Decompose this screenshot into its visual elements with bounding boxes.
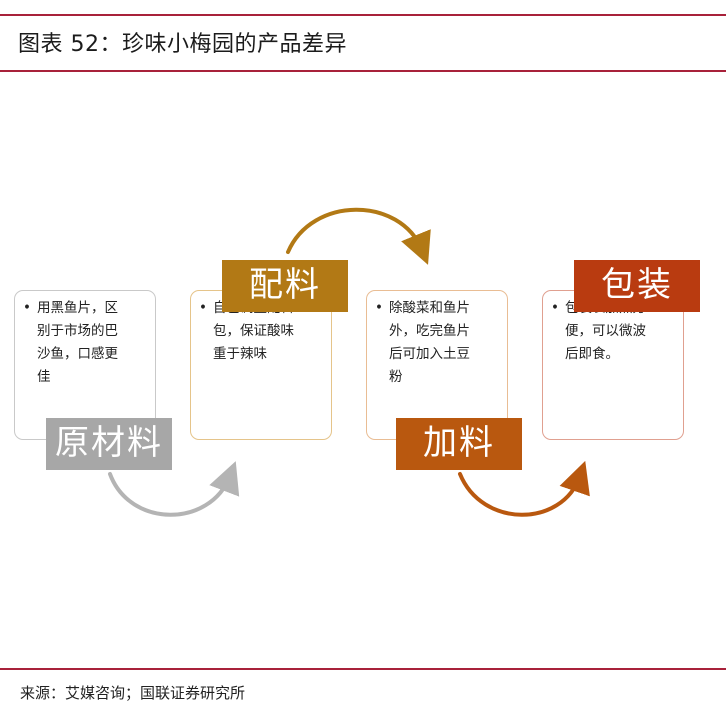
step-description: 除酸菜和鱼片 外，吃完鱼片 后可加入土豆 粉	[389, 300, 470, 385]
arrow-seasoning-to-toppings	[286, 207, 431, 265]
figure-title: 图表 52：珍味小梅园的产品差异	[18, 32, 347, 57]
step-label-seasoning: 配料	[222, 260, 348, 312]
step-description: 用黑鱼片，区 别于市场的巴 沙鱼，口感更 佳	[37, 300, 118, 385]
step-label-packaging: 包装	[574, 260, 700, 312]
bullet-icon: •	[23, 300, 31, 316]
arrow-toppings-to-packaging	[458, 460, 590, 517]
arrow-raw-to-seasoning	[108, 461, 240, 517]
bullet-icon: •	[199, 300, 207, 316]
step-card-toppings: • 除酸菜和鱼片 外，吃完鱼片 后可加入土豆 粉	[366, 290, 508, 440]
bullet-icon: •	[551, 300, 559, 316]
step-card-seasoning: • 自己调整配料 包，保证酸味 重于辣味	[190, 290, 332, 440]
step-label-toppings: 加料	[396, 418, 522, 470]
top-rule	[0, 14, 726, 16]
bullet-icon: •	[375, 300, 383, 316]
step-label-raw-material: 原材料	[46, 418, 172, 470]
title-rule	[0, 70, 726, 72]
step-card-raw-material: • 用黑鱼片，区 别于市场的巴 沙鱼，口感更 佳	[14, 290, 156, 440]
bottom-rule	[0, 668, 726, 670]
source-note: 来源：艾媒咨询；国联证券研究所	[20, 684, 246, 702]
step-card-packaging: • 包装袋加热方 便，可以微波 后即食。	[542, 290, 684, 440]
